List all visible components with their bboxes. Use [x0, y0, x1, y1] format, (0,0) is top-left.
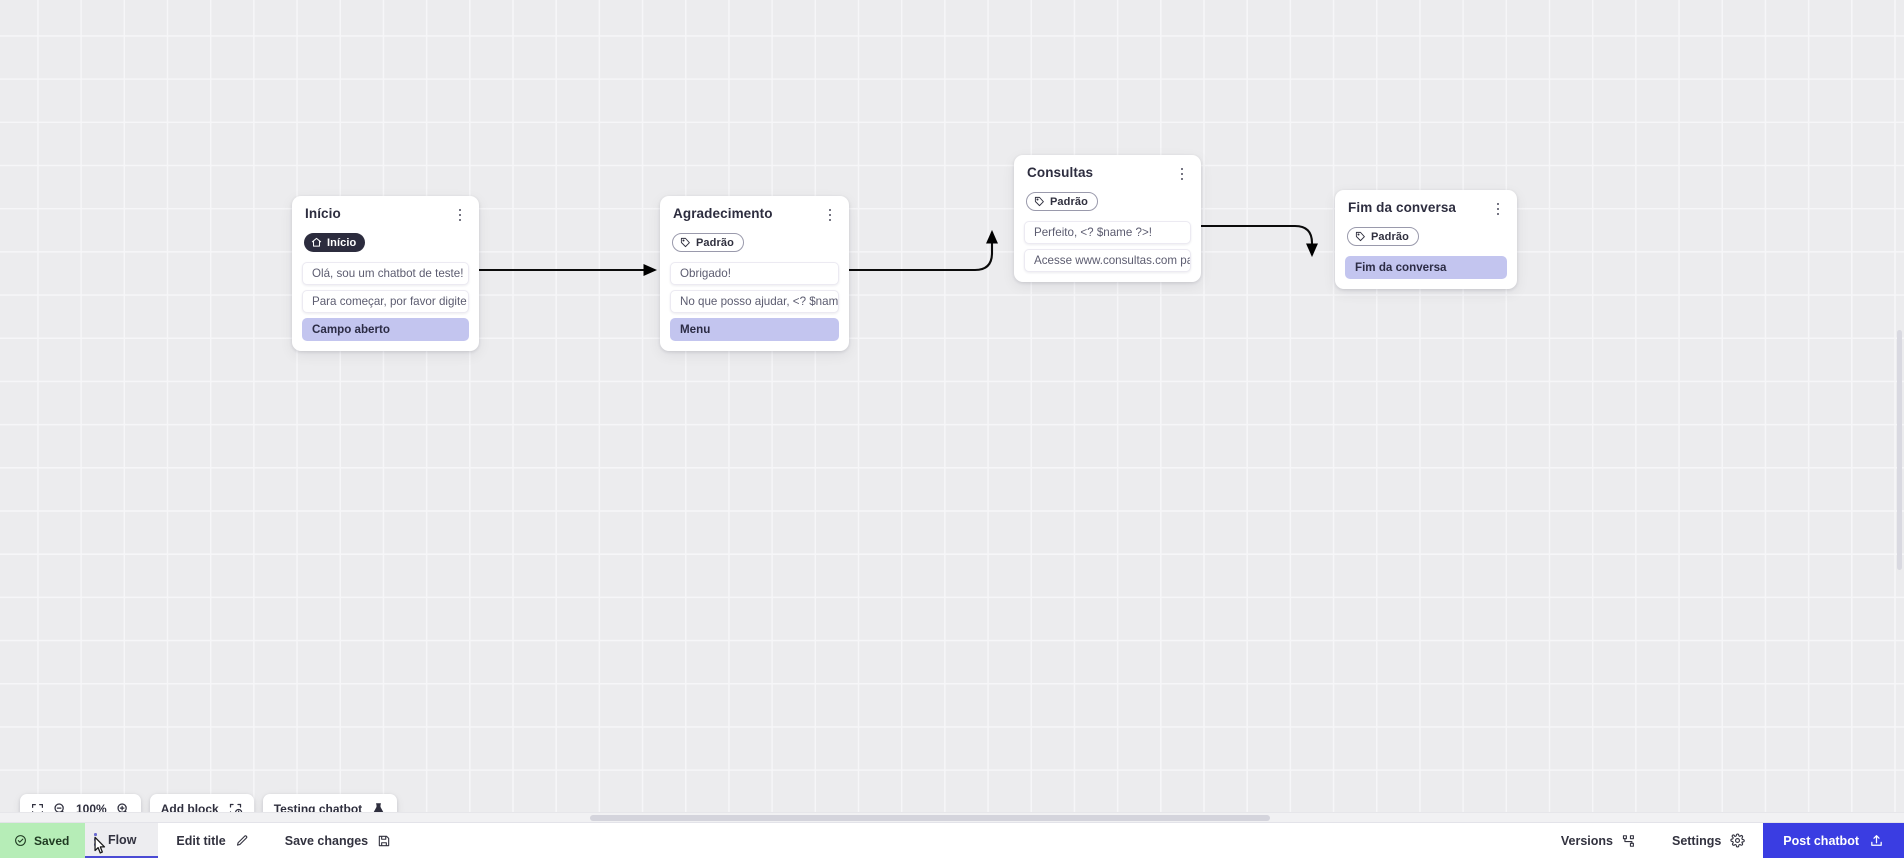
node-badge-row: Padrão — [1345, 218, 1507, 247]
node-menu-icon[interactable] — [1491, 200, 1505, 218]
home-icon — [311, 237, 322, 247]
node-row[interactable]: Acesse www.consultas.com par... — [1024, 249, 1191, 272]
node-badge-inicio[interactable]: Início — [304, 233, 366, 252]
versions-label: Versions — [1560, 833, 1613, 848]
settings-button[interactable]: Settings — [1654, 823, 1763, 858]
node-header: Consultas — [1024, 165, 1191, 183]
node-row-highlight[interactable]: Menu — [670, 318, 839, 341]
post-chatbot-button[interactable]: Post chatbot — [1763, 823, 1904, 858]
flow-node-consultas[interactable]: Consultas Padrão Perfeito, <? $name ?>! … — [1014, 155, 1201, 282]
drag-handle-icon[interactable] — [94, 833, 97, 846]
settings-label: Settings — [1671, 833, 1722, 848]
bottom-toolbar-right: Versions Settings Post chatbot — [1543, 823, 1904, 858]
tab-flow[interactable]: Flow — [85, 823, 159, 858]
edit-title-button[interactable]: Edit title — [158, 823, 266, 858]
node-badge-label: Início — [327, 236, 357, 249]
node-menu-icon[interactable] — [1175, 165, 1189, 183]
fit-screen-icon[interactable] — [31, 803, 44, 816]
node-badge-row: Início — [302, 224, 469, 253]
horizontal-scrollbar-thumb[interactable] — [590, 815, 1270, 821]
bottom-toolbar: Saved Flow Edit title Save changes Versi… — [0, 822, 1904, 858]
flow-node-inicio[interactable]: Início Início Olá, sou um chatbot de tes… — [292, 196, 479, 351]
horizontal-scrollbar[interactable] — [0, 812, 1904, 822]
node-menu-icon[interactable] — [453, 206, 467, 224]
branch-icon — [1622, 834, 1634, 847]
node-title: Fim da conversa — [1348, 200, 1457, 215]
node-badge-label: Padrão — [696, 236, 734, 249]
vertical-scrollbar-thumb[interactable] — [1897, 330, 1902, 570]
status-badge-saved: Saved — [0, 823, 86, 858]
node-header: Início — [302, 206, 469, 224]
node-badge-padrao[interactable]: Padrão — [1347, 227, 1419, 246]
node-rows: Fim da conversa — [1345, 256, 1507, 289]
node-header: Fim da conversa — [1345, 200, 1507, 218]
flow-canvas[interactable]: Início Início Olá, sou um chatbot de tes… — [0, 0, 1904, 822]
bottom-toolbar-left: Saved Flow Edit title Save changes — [0, 823, 409, 858]
tag-icon — [1355, 231, 1365, 242]
node-row[interactable]: No que posso ajudar, <? $name ... — [670, 290, 839, 313]
flow-node-fim-da-conversa[interactable]: Fim da conversa Padrão Fim da conversa — [1335, 190, 1517, 289]
node-menu-icon[interactable] — [823, 206, 837, 224]
upload-icon — [1871, 835, 1882, 846]
node-header: Agradecimento — [670, 206, 839, 224]
save-changes-button[interactable]: Save changes — [267, 823, 409, 858]
node-rows: Olá, sou um chatbot de teste! Para começ… — [302, 262, 469, 351]
pencil-icon — [236, 834, 248, 846]
edit-title-label: Edit title — [176, 833, 226, 848]
node-rows: Obrigado! No que posso ajudar, <? $name … — [670, 262, 839, 351]
node-row-highlight[interactable]: Fim da conversa — [1345, 256, 1507, 279]
tab-flow-label: Flow — [107, 832, 137, 847]
node-row[interactable]: Perfeito, <? $name ?>! — [1024, 221, 1191, 244]
flow-node-agradecimento[interactable]: Agradecimento Padrão Obrigado! No que po… — [660, 196, 849, 351]
check-circle-icon — [15, 835, 26, 846]
node-row[interactable]: Olá, sou um chatbot de teste! — [302, 262, 469, 285]
tag-icon — [680, 237, 690, 248]
node-badge-label: Padrão — [1050, 195, 1088, 208]
node-row-highlight[interactable]: Campo aberto — [302, 318, 469, 341]
node-title: Início — [305, 206, 341, 221]
vertical-scrollbar[interactable] — [1895, 0, 1904, 812]
node-badge-padrao[interactable]: Padrão — [672, 233, 744, 252]
node-title: Consultas — [1027, 165, 1094, 180]
post-chatbot-label: Post chatbot — [1783, 833, 1859, 848]
node-badge-padrao[interactable]: Padrão — [1026, 192, 1098, 211]
node-row[interactable]: Para começar, por favor digite o ... — [302, 290, 469, 313]
edge-connectors — [479, 224, 1319, 277]
node-badge-label: Padrão — [1371, 230, 1409, 243]
save-changes-label: Save changes — [284, 833, 369, 848]
gear-icon — [1730, 833, 1746, 848]
versions-button[interactable]: Versions — [1543, 823, 1654, 858]
node-badge-row: Padrão — [670, 224, 839, 253]
saved-label: Saved — [34, 833, 70, 848]
node-title: Agradecimento — [673, 206, 773, 221]
node-rows: Perfeito, <? $name ?>! Acesse www.consul… — [1024, 221, 1191, 282]
tag-icon — [1034, 196, 1044, 207]
node-row[interactable]: Obrigado! — [670, 262, 839, 285]
node-badge-row: Padrão — [1024, 183, 1191, 212]
floppy-disk-icon — [378, 835, 390, 846]
